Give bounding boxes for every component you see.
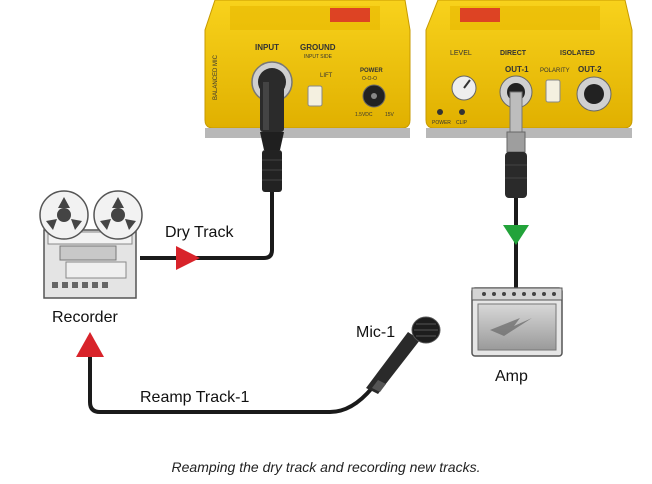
mic-icon (366, 316, 441, 394)
brand-logo-right (460, 8, 500, 22)
lift-label: LIFT (320, 73, 333, 79)
amp-icon (471, 287, 563, 357)
power-led (437, 109, 443, 115)
ground-label: GROUND (300, 43, 336, 52)
polarity-label: POLARITY (540, 68, 570, 74)
polarity-switch (545, 79, 561, 103)
di-box-right: LEVEL DIRECT ISOLATED OUT-1 POLARITY OUT… (425, 0, 633, 138)
power-led-label: POWER (432, 120, 451, 126)
di-box-left-base (205, 128, 410, 138)
signal-arrow-red-dry (176, 246, 200, 270)
di-box-left: BALANCED MIC INPUT GROUND INPUT SIDE LIF… (204, 0, 411, 138)
clip-led (459, 109, 465, 115)
direct-label: DIRECT (500, 50, 527, 57)
caption: Reamping the dry track and recording new… (172, 459, 481, 475)
level-label: LEVEL (450, 50, 472, 57)
isolated-label: ISOLATED (560, 50, 595, 57)
ground-lift-switch (307, 85, 323, 107)
out2-label: OUT-2 (578, 65, 602, 74)
mic-cable (76, 332, 374, 414)
amp-label: Amp (495, 368, 528, 385)
dry-track-label: Dry Track (165, 224, 234, 241)
brand-logo-left (330, 8, 370, 22)
amp-logo (490, 318, 532, 336)
clip-led-label: CLIP (456, 120, 468, 126)
side-label: BALANCED MIC (213, 54, 219, 100)
ground-sub-label: INPUT SIDE (304, 54, 333, 60)
di-box-right-base (426, 128, 632, 138)
recorder-icon (39, 190, 143, 299)
quarter-inch-cable (503, 91, 529, 290)
recorder-label: Recorder (52, 309, 118, 326)
power-sub-label: O-O-O (362, 76, 377, 82)
power-label: POWER (360, 68, 383, 74)
bottom-label-a: 1.5VDC (355, 112, 373, 118)
signal-arrow-green (503, 225, 529, 245)
bottom-label-b: 15V (385, 112, 395, 118)
xlr-cable (140, 80, 284, 260)
out1-label: OUT-1 (505, 65, 529, 74)
reamp-track-label: Reamp Track-1 (140, 389, 249, 406)
input-label: INPUT (255, 43, 279, 52)
mic-label: Mic-1 (356, 324, 395, 341)
signal-arrow-red-reamp (76, 332, 104, 357)
